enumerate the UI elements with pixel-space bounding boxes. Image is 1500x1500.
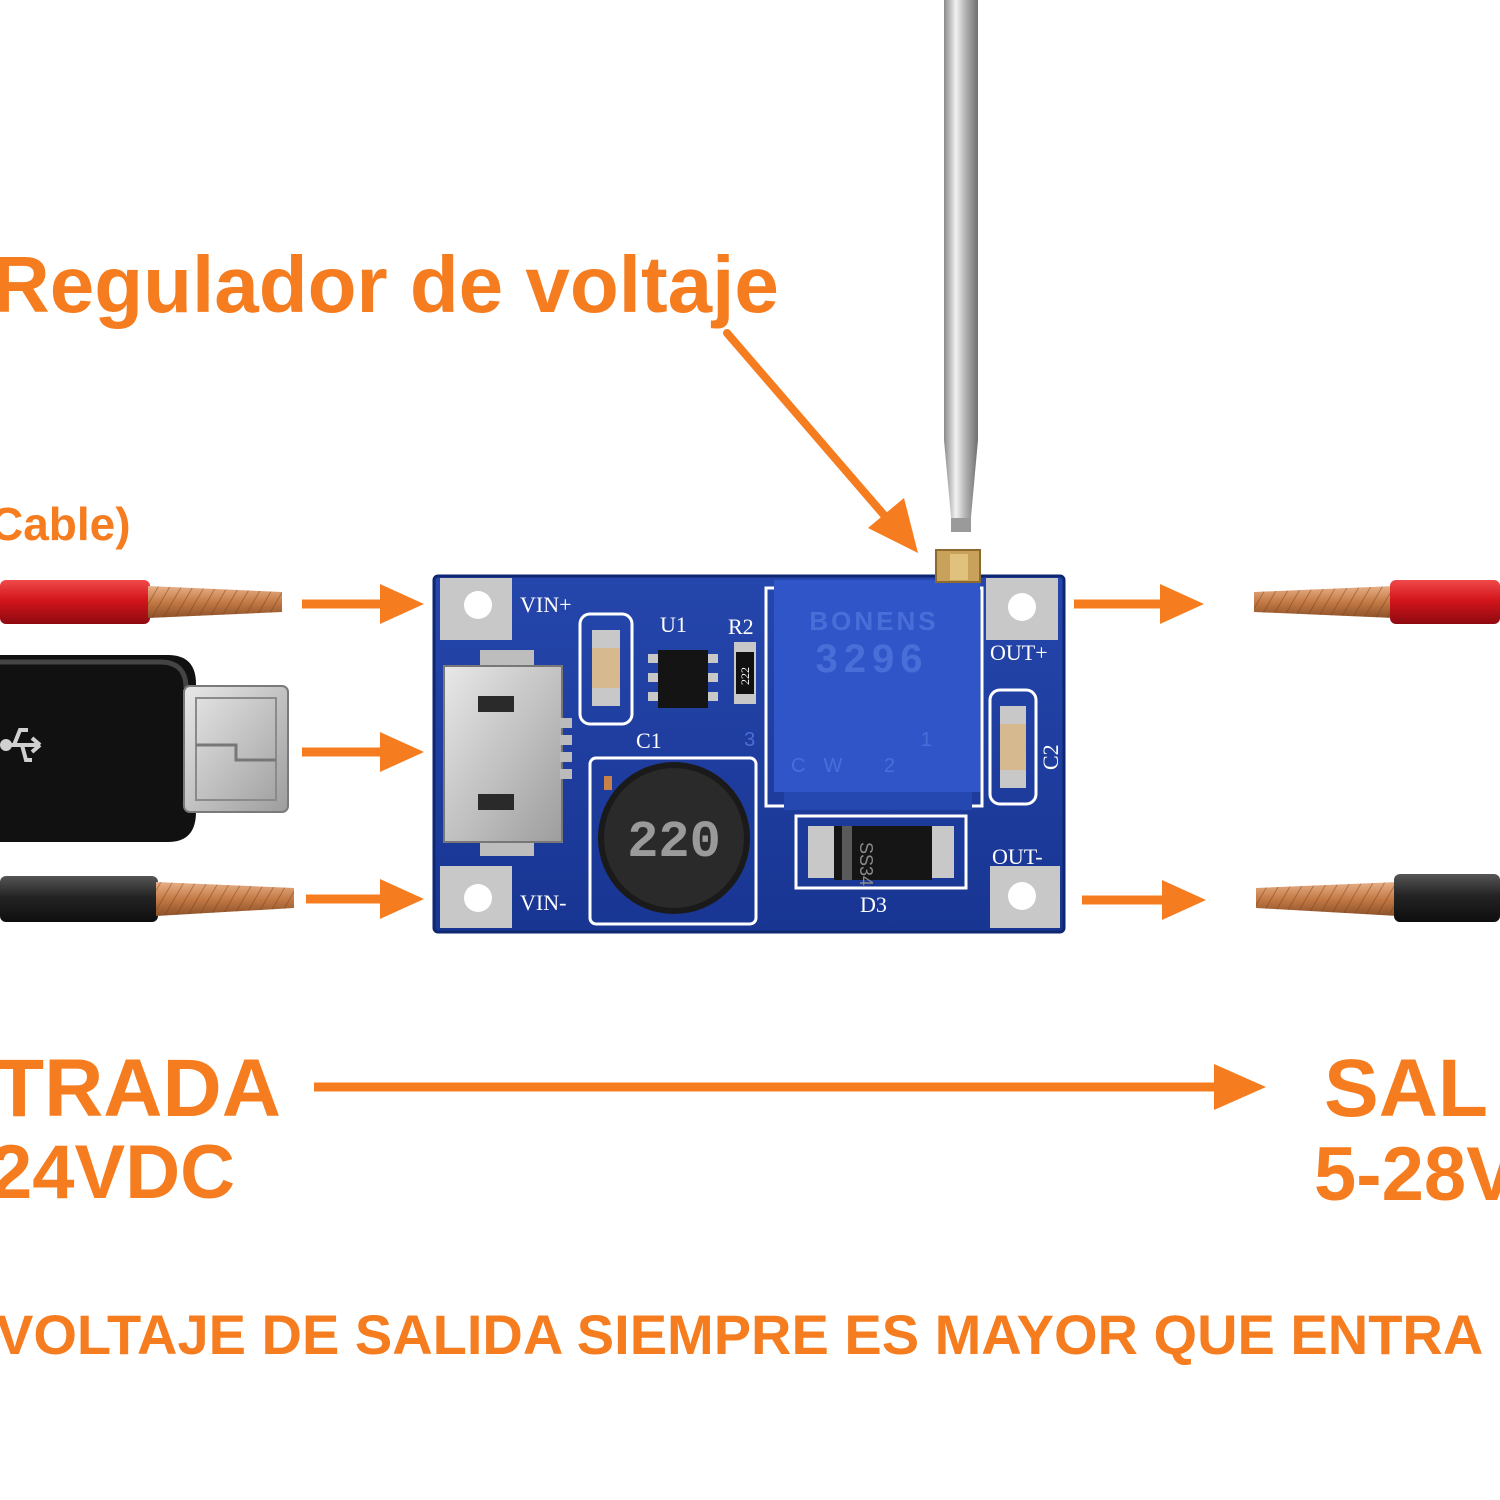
- input-arrows: [302, 584, 424, 919]
- pot-model: 3296: [816, 637, 929, 681]
- r2-value: 222: [738, 667, 752, 685]
- diode-code: SS34: [856, 842, 876, 886]
- mount-pad-br: [990, 866, 1060, 928]
- diode-d3: SS34: [794, 814, 968, 890]
- callout-arrow: [723, 329, 918, 553]
- arrow-right-icon: [302, 584, 424, 624]
- capacitor-c1: [578, 612, 634, 726]
- label-vin-plus: VIN+: [520, 592, 572, 617]
- pot-brand: BONENS: [809, 606, 938, 636]
- mount-pad-tl: [440, 578, 512, 640]
- output-title: SAL: [1324, 1043, 1488, 1134]
- output-black-wire: [1256, 874, 1500, 922]
- pcb-board: 222 220 BONENS 3296 3 1 CW 2: [432, 549, 1066, 934]
- output-range: 5-28V: [1314, 1132, 1500, 1217]
- arrow-right-icon: [1082, 880, 1206, 920]
- arrow-right-icon: [302, 732, 424, 772]
- label-r2: R2: [728, 614, 754, 639]
- input-range: 24VDC: [0, 1130, 235, 1215]
- input-title: TRADA: [0, 1043, 281, 1134]
- input-red-wire: [0, 580, 282, 624]
- arrow-right-icon: [1074, 584, 1204, 624]
- label-out-minus: OUT-: [992, 844, 1043, 869]
- chip-u1: [648, 650, 718, 708]
- mount-pad-tr: [986, 578, 1058, 640]
- label-vin-minus: VIN-: [520, 890, 566, 915]
- mount-pad-bl: [440, 866, 512, 928]
- micro-usb-port: [443, 650, 572, 856]
- label-out-plus: OUT+: [990, 640, 1048, 665]
- pot-pin-marks: 3 1: [744, 729, 1012, 751]
- pot-cw: CW 2: [791, 755, 913, 777]
- potentiometer: BONENS 3296 3 1 CW 2: [744, 549, 1012, 810]
- flow-arrow: [314, 1064, 1266, 1110]
- usb-cable: [0, 655, 289, 842]
- label-c1: C1: [636, 728, 662, 753]
- arrow-right-icon: [306, 879, 424, 919]
- inductor-code: 220: [627, 813, 721, 872]
- note-text: VOLTAJE DE SALIDA SIEMPRE ES MAYOR QUE E…: [0, 1303, 1483, 1366]
- regulator-label: Regulador de voltaje: [0, 240, 779, 329]
- output-red-wire: [1254, 580, 1500, 624]
- inductor: 220: [588, 756, 758, 926]
- input-black-wire: [0, 876, 294, 922]
- output-arrows: [1074, 584, 1206, 920]
- label-c2: C2: [1038, 744, 1063, 770]
- usb-icon: [0, 728, 42, 762]
- cable-label: Cable): [0, 498, 131, 550]
- capacitor-c2: [988, 688, 1038, 806]
- label-d3: D3: [860, 892, 887, 917]
- screwdriver: [944, 0, 978, 532]
- label-u1: U1: [660, 612, 687, 637]
- resistor-r2: 222: [734, 642, 756, 704]
